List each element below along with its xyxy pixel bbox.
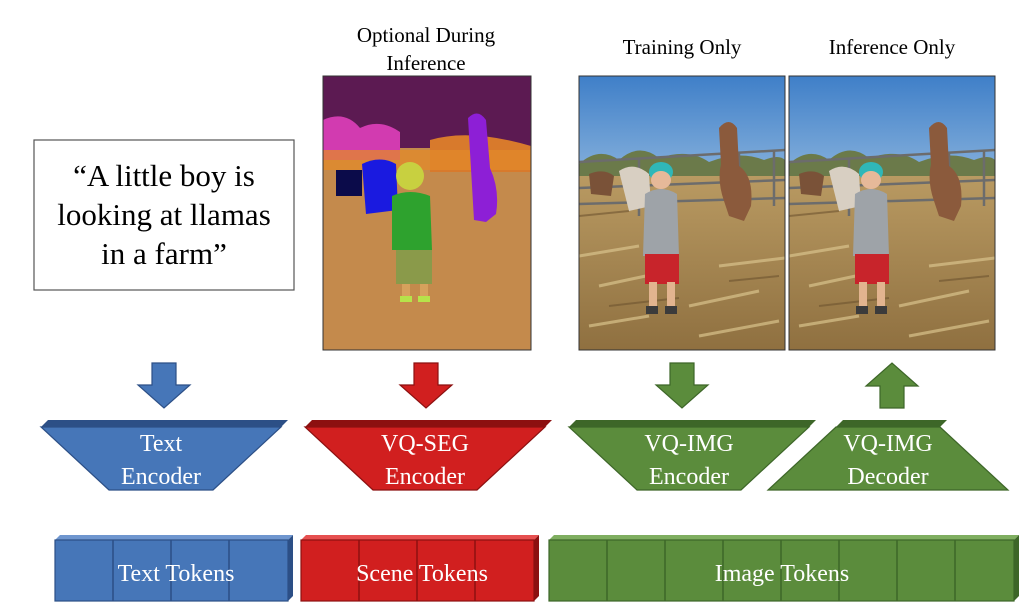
scene-tokens-strip: Scene Tokens xyxy=(300,535,539,602)
img-decoder-label-1: VQ-IMG xyxy=(843,431,932,457)
text-encoder-label-1: Text xyxy=(140,431,183,457)
seg-encoder-label-1: VQ-SEG xyxy=(381,431,469,457)
seg-down-arrow-icon xyxy=(398,362,454,409)
encoder-down-arrow-icon xyxy=(654,362,710,409)
inference-only-label: Inference Only xyxy=(829,35,956,59)
text-tokens-label: Text Tokens xyxy=(118,561,235,587)
seg-encoder-block: VQ-SEG Encoder xyxy=(303,420,552,491)
img-encoder-block: VQ-IMG Encoder xyxy=(567,420,816,491)
training-image xyxy=(578,75,786,351)
img-encoder-label-1: VQ-IMG xyxy=(644,431,733,457)
optional-label-line1: Optional During xyxy=(357,23,496,47)
image-tokens-strip: Image Tokens xyxy=(548,535,1019,602)
optional-label-line2: Inference xyxy=(386,51,465,75)
text-down-arrow-icon xyxy=(136,362,192,409)
text-encoder-label-2: Encoder xyxy=(121,464,201,490)
text-tokens-strip: Text Tokens xyxy=(54,535,293,602)
img-decoder-block: VQ-IMG Decoder xyxy=(766,420,1010,491)
prompt-line-2: looking at llamas xyxy=(57,197,271,232)
segmentation-map xyxy=(322,75,532,351)
image-tokens-label: Image Tokens xyxy=(715,561,850,587)
decoder-up-arrow-icon xyxy=(864,362,920,409)
text-prompt-box: “A little boy is looking at llamas in a … xyxy=(33,139,295,291)
text-encoder-block: Text Encoder xyxy=(39,420,288,491)
scene-tokens-label: Scene Tokens xyxy=(356,561,488,587)
prompt-line-1: “A little boy is xyxy=(73,158,255,193)
seg-encoder-label-2: Encoder xyxy=(385,464,465,490)
prompt-line-3: in a farm” xyxy=(101,236,227,271)
inference-image xyxy=(788,75,996,351)
training-only-label: Training Only xyxy=(623,35,742,59)
img-encoder-label-2: Encoder xyxy=(649,464,729,490)
img-decoder-label-2: Decoder xyxy=(847,464,928,490)
